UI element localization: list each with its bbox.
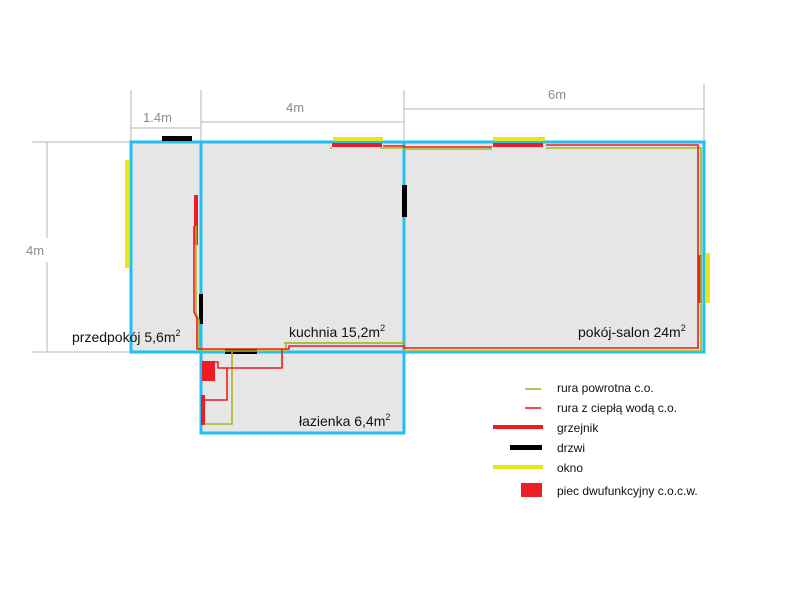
legend-label-radiator: grzejnik [557, 421, 599, 435]
room-label-salon: pokój-salon 24m2 [578, 323, 686, 340]
window-salon-top [493, 137, 545, 141]
return-pipes [195, 147, 702, 425]
door-bar-icon [510, 445, 542, 450]
door-przedpokoj-kuchnia [199, 294, 203, 324]
boiler-square-icon [521, 483, 542, 497]
legend-label-hot-pipe: rura z ciepłą wodą c.o. [557, 401, 677, 415]
window-przedpokoj [125, 160, 129, 268]
dim-label-1: 1.4m [143, 110, 172, 125]
wall-salon [402, 140, 706, 354]
door-entrance [162, 136, 192, 141]
radiators [194, 143, 702, 425]
return-pipe-main [195, 147, 702, 352]
radiator-kuchnia-top [332, 143, 382, 147]
dim-label-left: 4m [26, 243, 44, 258]
hot-pipe-main [193, 144, 699, 350]
door-kuchnia-salon [402, 185, 407, 217]
legend: rura powrotna c.o. rura z ciepłą wodą c.… [493, 381, 698, 498]
radiator-lazienka [201, 395, 205, 425]
dim-left-label-bg [24, 238, 50, 262]
hot-pipes [193, 144, 699, 401]
floor-kuchnia [201, 142, 404, 352]
radiator-bar-icon [493, 425, 543, 429]
window-salon-right [706, 253, 710, 303]
floor-lazienka [201, 352, 404, 433]
windows [125, 137, 710, 303]
window-bar-icon [493, 465, 543, 469]
radiator-kuchnia-wall [194, 195, 198, 245]
floor-salon [404, 142, 704, 352]
room-label-lazienka: łazienka 6,4m2 [299, 412, 390, 429]
radiator-salon-top [493, 143, 543, 147]
dim-label-2: 4m [286, 100, 304, 115]
boiler-unit [202, 361, 215, 381]
legend-label-boiler: piec dwufunkcyjny c.o.c.w. [557, 484, 698, 498]
hot-pipe-boiler [210, 349, 283, 369]
floor-przedpokoj [131, 142, 201, 352]
wall-lazienka [199, 350, 406, 435]
walls [129, 140, 706, 435]
room-label-kuchnia: kuchnia 15,2m2 [289, 323, 385, 340]
return-pipe-lazienka [205, 352, 233, 425]
hot-pipe-lazienka [205, 368, 228, 401]
floor-fills [131, 142, 704, 433]
legend-label-window: okno [557, 461, 583, 475]
legend-label-return-pipe: rura powrotna c.o. [557, 381, 654, 395]
legend-label-door: drzwi [557, 441, 585, 455]
room-label-przedpokoj: przedpokój 5,6m2 [72, 328, 181, 345]
dim-label-3: 6m [548, 87, 566, 102]
window-kuchnia [333, 137, 383, 141]
radiator-salon-right [698, 255, 702, 303]
